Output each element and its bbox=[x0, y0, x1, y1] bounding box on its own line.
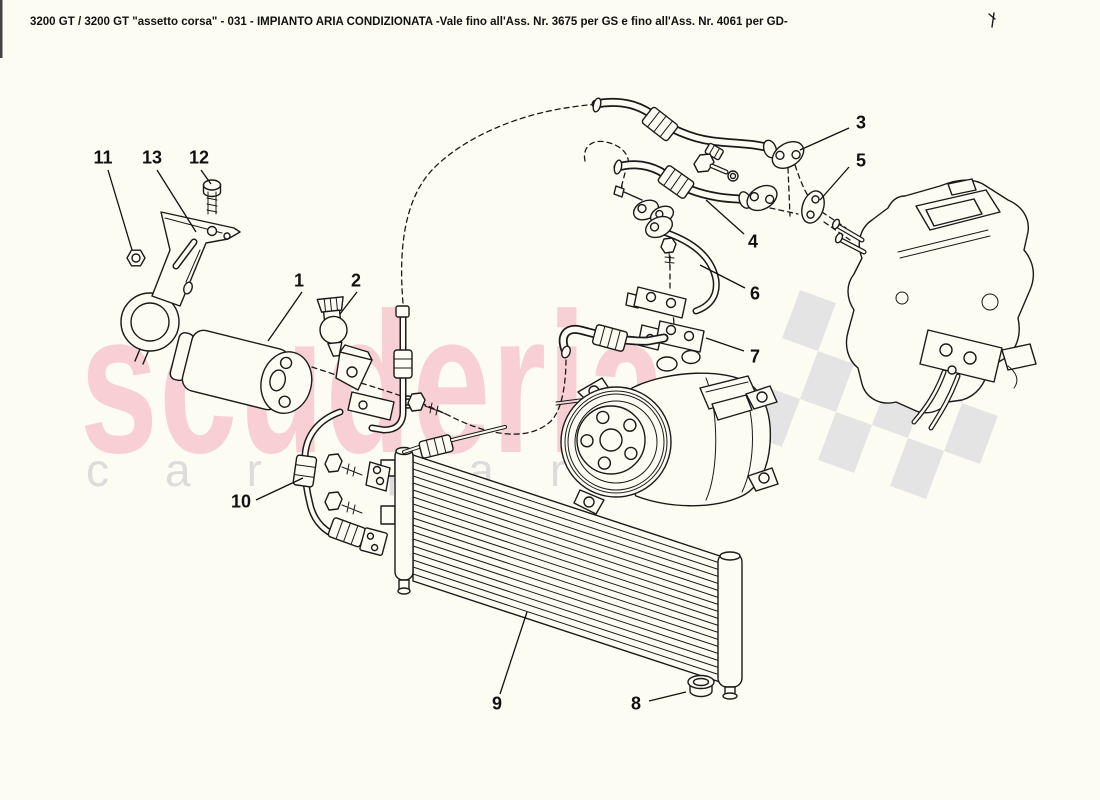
dashed-reference-lines bbox=[311, 103, 851, 435]
part-1-drier bbox=[169, 329, 313, 414]
callout-4: 4 bbox=[747, 231, 759, 252]
callout-7: 7 bbox=[749, 346, 761, 367]
drier-mount-bracket bbox=[335, 344, 447, 421]
callout-9: 9 bbox=[491, 693, 503, 714]
callout-12: 12 bbox=[188, 147, 210, 168]
part-10-pipe bbox=[292, 408, 391, 556]
callout-3: 3 bbox=[855, 112, 867, 133]
heater-unit bbox=[831, 178, 1037, 431]
corner-mark bbox=[988, 12, 996, 28]
part-8-grommet bbox=[687, 674, 715, 698]
part-7-fitting-block bbox=[555, 320, 705, 406]
drier-pipe bbox=[368, 305, 413, 434]
callout-8: 8 bbox=[630, 693, 642, 714]
leader-lines bbox=[107, 127, 850, 702]
part-6-pipe bbox=[625, 215, 720, 319]
part-11-nut bbox=[126, 249, 146, 267]
page-title: 3200 GT / 3200 GT "assetto corsa" - 031 … bbox=[30, 16, 788, 28]
callout-1: 1 bbox=[293, 270, 305, 291]
callout-10: 10 bbox=[230, 491, 252, 512]
part-3-hose bbox=[591, 97, 805, 169]
callout-13: 13 bbox=[141, 147, 163, 168]
callout-5: 5 bbox=[855, 150, 867, 171]
part-2-pressure-switch bbox=[316, 296, 348, 357]
callout-2: 2 bbox=[350, 270, 362, 291]
scan-edge-mark bbox=[0, 0, 3, 58]
part-13-bracket bbox=[120, 211, 241, 365]
part-5-gasket bbox=[801, 190, 825, 224]
compressor bbox=[560, 349, 779, 515]
part-9-condenser bbox=[380, 425, 743, 700]
part-4-hose bbox=[613, 153, 778, 225]
callout-11: 11 bbox=[93, 147, 113, 168]
callout-6: 6 bbox=[749, 283, 761, 304]
part-12-bolt bbox=[202, 179, 222, 215]
